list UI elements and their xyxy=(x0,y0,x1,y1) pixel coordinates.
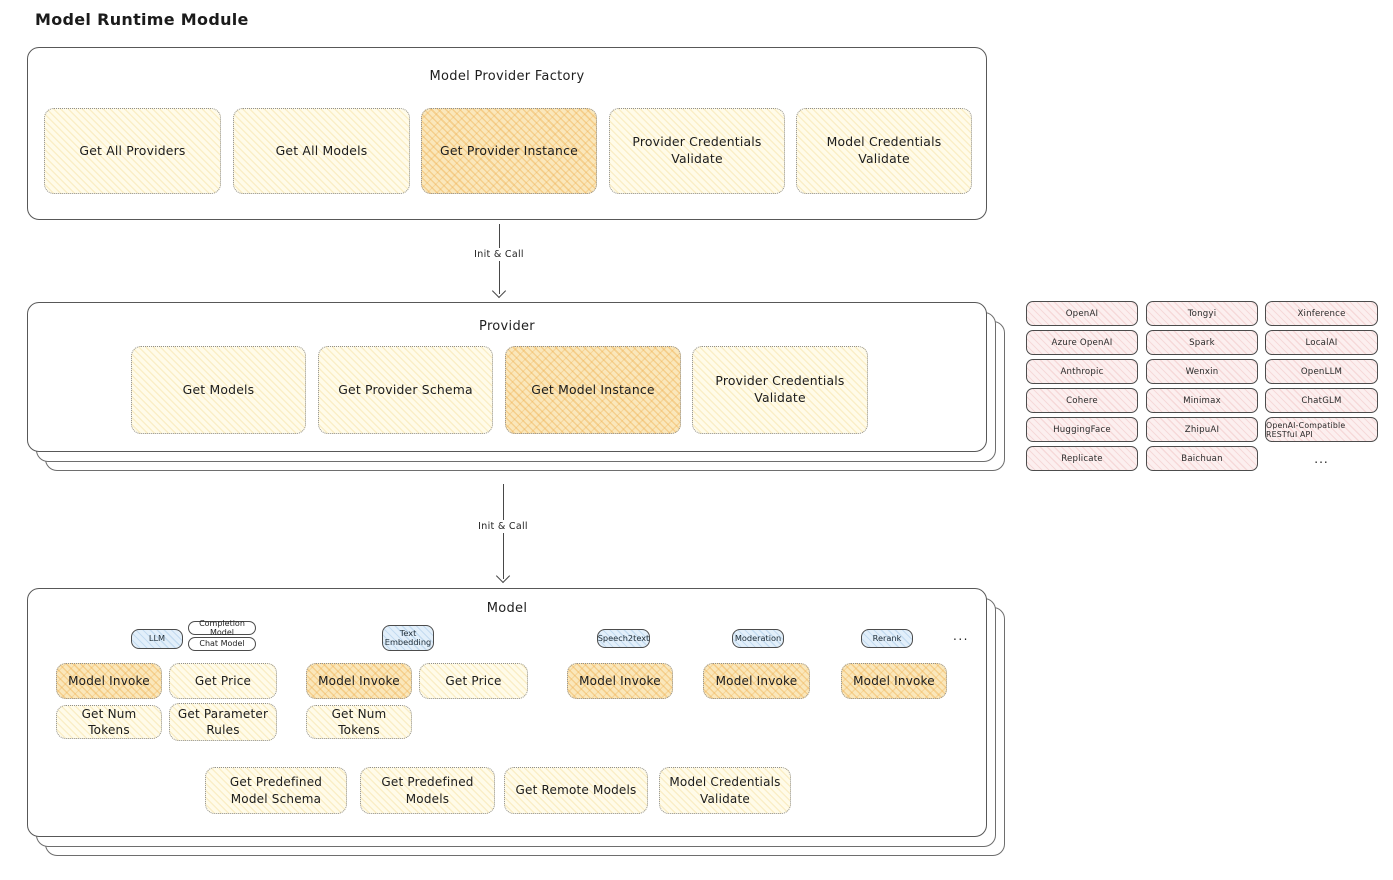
node-get-provider-schema: Get Provider Schema xyxy=(318,346,493,434)
vendor-openai-compatible-restful-api: OpenAI-Compatible RESTful API xyxy=(1265,417,1378,442)
node-provider-credentials-validate-2: Provider Credentials Validate xyxy=(692,346,868,434)
chip-speech2text: Speech2text xyxy=(597,629,650,648)
factory-container: Model Provider Factory Get All Providers… xyxy=(27,47,987,220)
vendor-column-3: Xinference LocalAI OpenLLM ChatGLM OpenA… xyxy=(1265,301,1378,471)
chip-moderation: Moderation xyxy=(732,629,784,648)
chip-chat-model: Chat Model xyxy=(188,637,256,651)
chip-more-ellipsis: ... xyxy=(953,629,969,643)
provider-box: Provider Get Models Get Provider Schema … xyxy=(27,302,987,452)
provider-title: Provider xyxy=(479,319,535,334)
node-llm-get-num-tokens: Get Num Tokens xyxy=(56,705,162,739)
vendor-zhipuai: ZhipuAI xyxy=(1146,417,1258,442)
chip-text-embedding: Text Embedding xyxy=(382,625,434,651)
chip-rerank: Rerank xyxy=(861,629,913,648)
vendor-openllm: OpenLLM xyxy=(1265,359,1378,384)
init-call-label-1: Init & Call xyxy=(470,248,528,261)
node-get-provider-instance: Get Provider Instance xyxy=(421,108,597,194)
node-rerank-model-invoke: Model Invoke xyxy=(841,663,947,699)
node-moderation-model-invoke: Model Invoke xyxy=(703,663,810,699)
node-s2t-model-invoke: Model Invoke xyxy=(567,663,673,699)
chip-llm: LLM xyxy=(131,629,183,649)
vendor-minimax: Minimax xyxy=(1146,388,1258,413)
vendor-tongyi: Tongyi xyxy=(1146,301,1258,326)
node-get-remote-models: Get Remote Models xyxy=(504,767,648,814)
node-get-predefined-models: Get Predefined Models xyxy=(360,767,495,814)
node-get-predefined-model-schema: Get Predefined Model Schema xyxy=(205,767,347,814)
model-box: Model LLM Completion Model Chat Model Te… xyxy=(27,588,987,837)
node-model-credentials-validate-2: Model Credentials Validate xyxy=(659,767,791,814)
node-llm-model-invoke: Model Invoke xyxy=(56,663,162,699)
vendor-replicate: Replicate xyxy=(1026,446,1138,471)
provider-container: Provider Get Models Get Provider Schema … xyxy=(27,302,1005,471)
vendor-xinference: Xinference xyxy=(1265,301,1378,326)
page-title: Model Runtime Module xyxy=(35,10,249,29)
chip-completion-model: Completion Model xyxy=(188,619,256,637)
vendor-more-ellipsis: ... xyxy=(1314,451,1329,466)
node-get-all-providers: Get All Providers xyxy=(44,108,221,194)
vendor-huggingface: HuggingFace xyxy=(1026,417,1138,442)
model-title: Model xyxy=(486,601,528,616)
model-container: Model LLM Completion Model Chat Model Te… xyxy=(27,588,1005,856)
node-get-all-models: Get All Models xyxy=(233,108,410,194)
node-te-get-num-tokens: Get Num Tokens xyxy=(306,705,412,739)
init-call-label-2: Init & Call xyxy=(474,520,532,533)
node-provider-credentials-validate: Provider Credentials Validate xyxy=(609,108,785,194)
factory-title: Model Provider Factory xyxy=(429,69,585,84)
vendor-column-2: Tongyi Spark Wenxin Minimax ZhipuAI Baic… xyxy=(1146,301,1258,471)
node-model-credentials-validate: Model Credentials Validate xyxy=(796,108,972,194)
vendor-chatglm: ChatGLM xyxy=(1265,388,1378,413)
vendor-column-1: OpenAI Azure OpenAI Anthropic Cohere Hug… xyxy=(1026,301,1138,471)
vendor-baichuan: Baichuan xyxy=(1146,446,1258,471)
node-get-model-instance: Get Model Instance xyxy=(505,346,681,434)
node-get-models: Get Models xyxy=(131,346,306,434)
vendor-openai: OpenAI xyxy=(1026,301,1138,326)
node-te-get-price: Get Price xyxy=(419,663,528,699)
vendor-azure-openai: Azure OpenAI xyxy=(1026,330,1138,355)
vendor-wenxin: Wenxin xyxy=(1146,359,1258,384)
vendor-anthropic: Anthropic xyxy=(1026,359,1138,384)
vendor-cohere: Cohere xyxy=(1026,388,1138,413)
node-te-model-invoke: Model Invoke xyxy=(306,663,412,699)
node-llm-get-parameter-rules: Get Parameter Rules xyxy=(169,703,277,741)
node-llm-get-price: Get Price xyxy=(169,663,277,699)
vendor-spark: Spark xyxy=(1146,330,1258,355)
vendor-localai: LocalAI xyxy=(1265,330,1378,355)
